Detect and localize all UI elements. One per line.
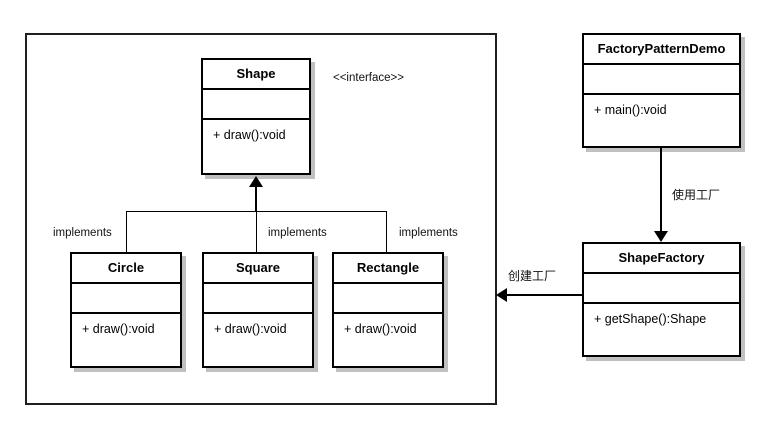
class-name-shape: Shape xyxy=(203,60,309,90)
class-operations-rectangle: + draw():void xyxy=(344,322,417,336)
edge-label-implements-square: implements xyxy=(268,227,327,239)
class-operations-shape-factory: + getShape():Shape xyxy=(594,312,707,326)
class-operations-factory-pattern-demo: + main():void xyxy=(594,103,667,117)
class-box-rectangle[interactable]: Rectangle + draw():void xyxy=(332,252,444,368)
edge-label-creates-factory: 创建工厂 xyxy=(508,269,557,283)
shape-package-container xyxy=(25,33,497,405)
implements-drop-circle xyxy=(126,211,127,253)
creates-factory-arrowhead xyxy=(496,288,507,302)
stereotype-label-interface: <<interface>> xyxy=(333,72,404,84)
uses-factory-stem xyxy=(660,148,662,232)
implements-drop-square xyxy=(256,211,257,253)
class-box-circle[interactable]: Circle + draw():void xyxy=(70,252,182,368)
class-name-square: Square xyxy=(204,254,312,284)
class-operations-square: + draw():void xyxy=(214,322,287,336)
class-attributes-circle xyxy=(72,284,180,314)
class-operations-circle: + draw():void xyxy=(82,322,155,336)
uses-factory-arrowhead xyxy=(654,231,668,242)
class-attributes-shape xyxy=(203,90,309,120)
class-box-shape[interactable]: Shape + draw():void xyxy=(201,58,311,175)
class-name-shape-factory: ShapeFactory xyxy=(584,244,739,274)
edge-label-uses-factory: 使用工厂 xyxy=(672,188,721,202)
class-name-circle: Circle xyxy=(72,254,180,284)
generalization-arrowhead-shape xyxy=(249,176,263,187)
creates-factory-stem xyxy=(505,294,583,296)
class-attributes-square xyxy=(204,284,312,314)
edge-label-implements-circle: implements xyxy=(53,227,112,239)
class-operations-shape: + draw():void xyxy=(213,128,286,142)
class-box-shape-factory[interactable]: ShapeFactory + getShape():Shape xyxy=(582,242,741,357)
class-attributes-rectangle xyxy=(334,284,442,314)
class-attributes-shape-factory xyxy=(584,274,739,304)
class-attributes-factory-pattern-demo xyxy=(584,65,739,95)
implements-drop-rectangle xyxy=(386,211,387,253)
class-box-square[interactable]: Square + draw():void xyxy=(202,252,314,368)
class-box-factory-pattern-demo[interactable]: FactoryPatternDemo + main():void xyxy=(582,33,741,148)
generalization-stem-shape xyxy=(255,186,257,212)
edge-label-implements-rectangle: implements xyxy=(399,227,458,239)
class-name-factory-pattern-demo: FactoryPatternDemo xyxy=(584,35,739,65)
class-name-rectangle: Rectangle xyxy=(334,254,442,284)
